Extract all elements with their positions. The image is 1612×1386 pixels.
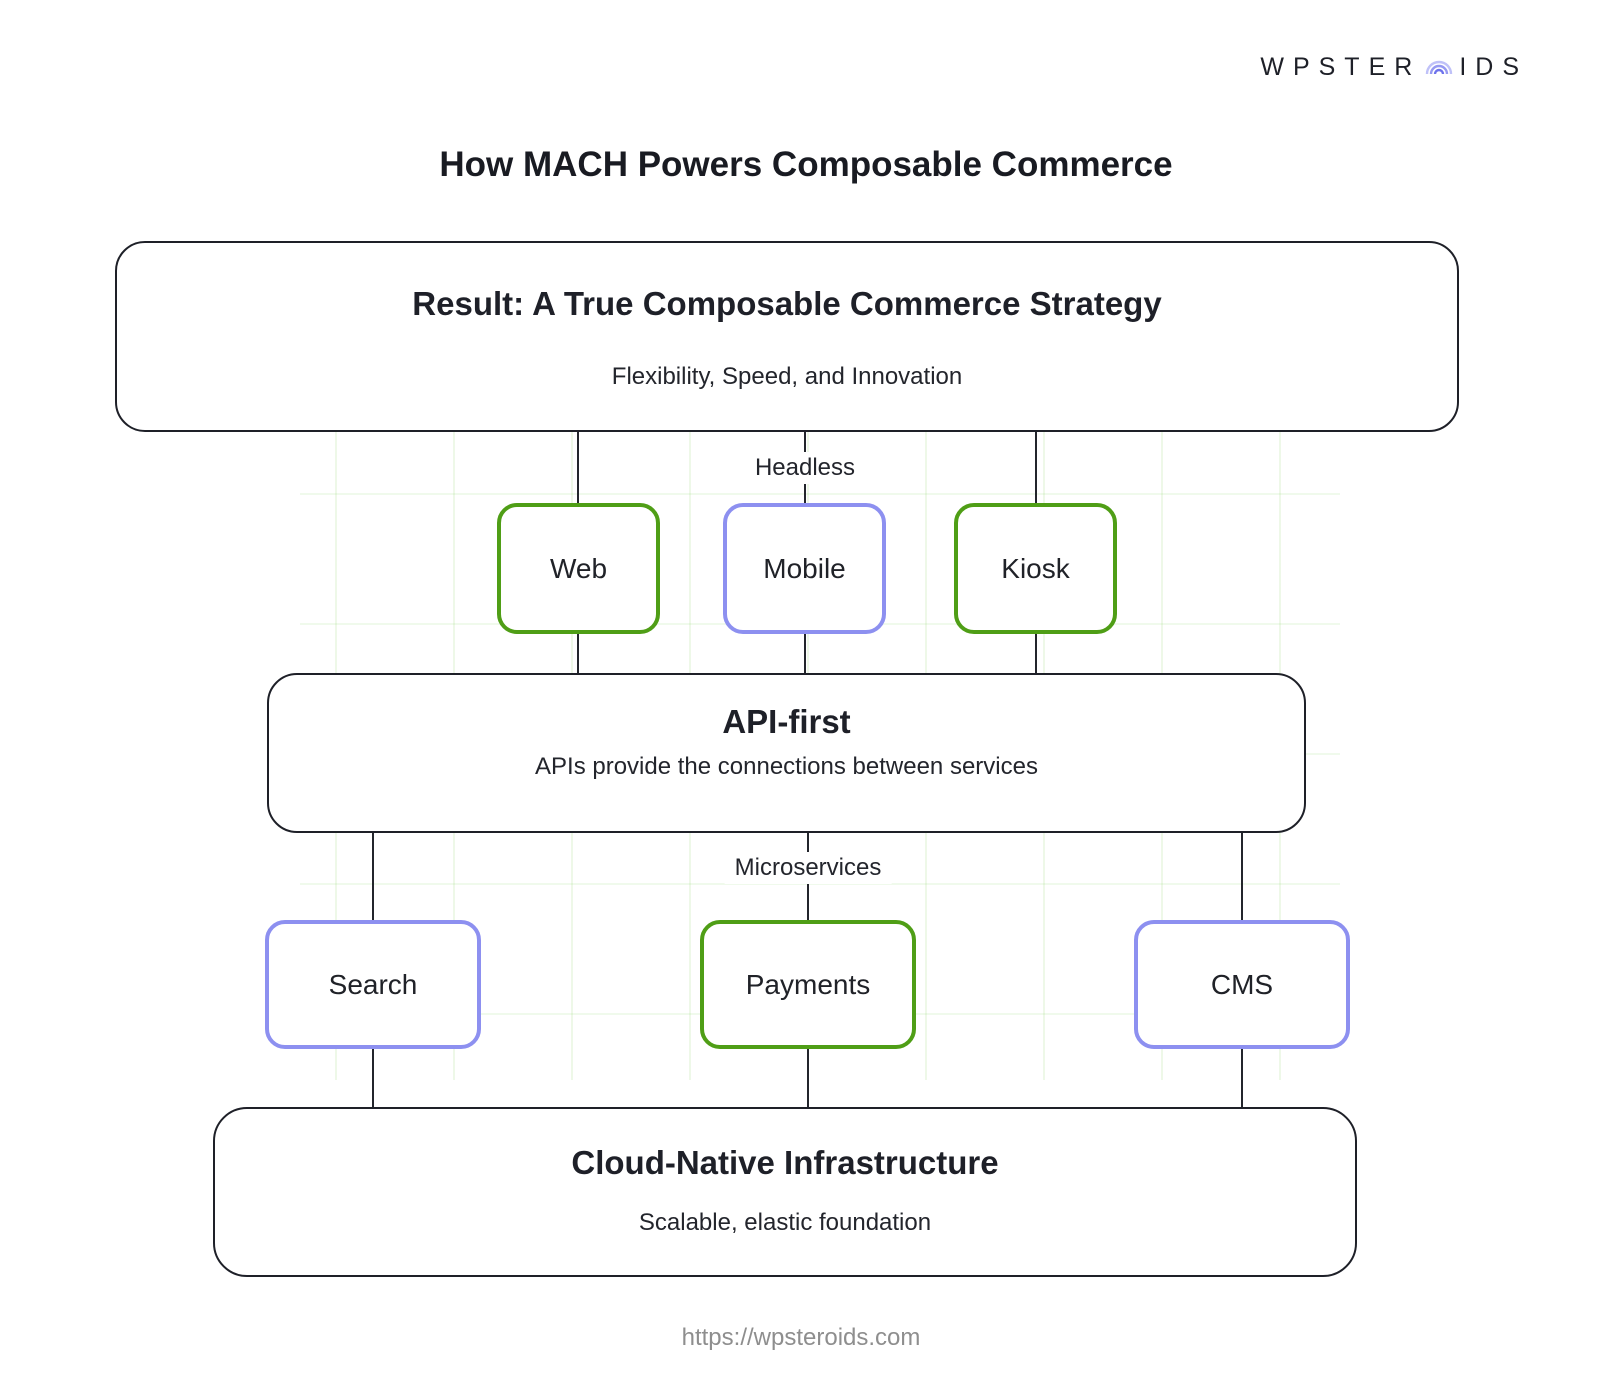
connector-api-cms (1241, 833, 1243, 920)
brand-logo: WPSTER IDS (1260, 50, 1528, 85)
service-box-search: Search (265, 920, 481, 1049)
channel-box-kiosk: Kiosk (954, 503, 1117, 634)
service-box-payments-label: Payments (745, 968, 871, 1000)
headless-tier-label: Headless (744, 452, 866, 484)
page-title: How MACH Powers Composable Commerce (439, 145, 1173, 184)
connector-cms-infra (1241, 1049, 1243, 1107)
connector-kiosk-api (1035, 634, 1037, 673)
connector-result-web (577, 432, 579, 503)
service-box-search-label: Search (328, 968, 418, 1000)
connector-payments-infra (807, 1049, 809, 1107)
infra-box-title: Cloud-Native Infrastructure (571, 1144, 999, 1181)
api-first-box-title: API-first (722, 703, 851, 740)
channel-box-web-label: Web (549, 552, 608, 584)
channel-box-kiosk-label: Kiosk (1001, 552, 1070, 584)
result-box-title: Result: A True Composable Commerce Strat… (412, 285, 1162, 322)
service-box-cms: CMS (1134, 920, 1350, 1049)
brand-logo-text-right: IDS (1459, 53, 1528, 81)
connector-search-infra (372, 1049, 374, 1107)
brand-logo-text-left: WPSTER (1260, 53, 1422, 81)
channel-box-mobile: Mobile (723, 503, 886, 634)
channel-box-mobile-label: Mobile (763, 552, 846, 584)
concentric-arcs-icon (1423, 52, 1455, 87)
channel-box-web: Web (497, 503, 660, 634)
connector-api-search (372, 833, 374, 920)
connector-result-kiosk (1035, 432, 1037, 503)
result-box: Result: A True Composable Commerce Strat… (115, 241, 1459, 432)
connector-web-api (577, 634, 579, 673)
microservices-tier-label: Microservices (724, 852, 892, 884)
service-box-cms-label: CMS (1210, 968, 1274, 1000)
api-first-box: API-first APIs provide the connections b… (267, 673, 1306, 833)
result-box-subtitle: Flexibility, Speed, and Innovation (611, 363, 963, 390)
connector-mobile-api (804, 634, 806, 673)
api-first-box-subtitle: APIs provide the connections between ser… (535, 753, 1038, 780)
service-box-payments: Payments (700, 920, 916, 1049)
cloud-native-infrastructure-box: Cloud-Native Infrastructure Scalable, el… (213, 1107, 1357, 1277)
footer-url: https://wpsteroids.com (681, 1324, 921, 1351)
infra-box-subtitle: Scalable, elastic foundation (638, 1209, 932, 1236)
